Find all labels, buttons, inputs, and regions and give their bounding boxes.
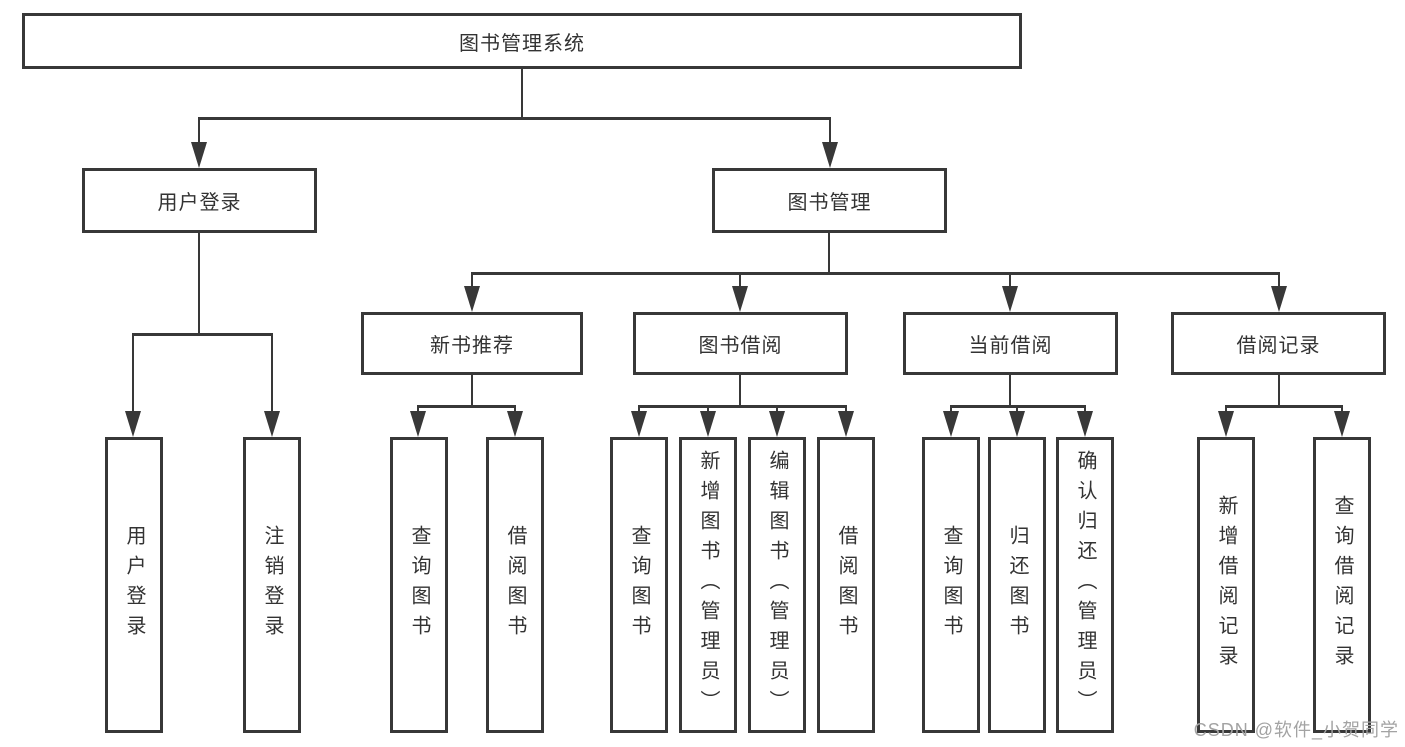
- connector-leg-leaf-logout: [271, 333, 273, 415]
- arrowhead-new-book: [464, 286, 480, 312]
- leaf-query-books: 查询图书: [922, 437, 980, 733]
- arrowhead-book-management: [822, 142, 838, 168]
- arrowhead: [1077, 411, 1093, 437]
- node-borrow-records: 借阅记录: [1171, 312, 1386, 375]
- arrowhead: [507, 411, 523, 437]
- connector-leg: [845, 405, 847, 415]
- connector-new-book-stem: [471, 375, 473, 406]
- node-library-management-system: 图书管理系统: [22, 13, 1022, 69]
- arrowhead: [1009, 411, 1025, 437]
- connector-new-book-branch: [417, 405, 516, 408]
- arrowhead-leaf-user-login: [125, 411, 141, 437]
- connector-leg: [514, 405, 516, 415]
- connector-leg-current-borrow: [1009, 272, 1011, 288]
- node-label: 当前借阅: [968, 335, 1053, 357]
- leaf-add-borrow-record: 新增借阅记录: [1197, 437, 1255, 733]
- leaf-label: 编辑图书（管理员）: [766, 450, 788, 720]
- leaf-return-books: 归还图书: [988, 437, 1046, 733]
- arrowhead-user-login: [191, 142, 207, 168]
- arrowhead: [1334, 411, 1350, 437]
- connector-book-management-branch: [471, 272, 1280, 275]
- arrowhead: [1218, 411, 1234, 437]
- node-label: 用户登录: [157, 192, 242, 214]
- connector-leg: [1225, 405, 1227, 415]
- connector-leg-user-login: [198, 117, 200, 145]
- arrowhead-book-borrow: [732, 286, 748, 312]
- node-user-login: 用户登录: [82, 168, 317, 233]
- connector-leg-book-management: [829, 117, 831, 145]
- arrowhead-leaf-logout: [264, 411, 280, 437]
- node-label: 图书借阅: [698, 335, 783, 357]
- connector-book-management-stem: [828, 233, 830, 273]
- arrowhead: [838, 411, 854, 437]
- node-new-book-recommend: 新书推荐: [361, 312, 583, 375]
- leaf-confirm-return-admin: 确认归还（管理员）: [1056, 437, 1114, 733]
- connector-borrow-records-stem: [1278, 375, 1280, 406]
- connector-root-branch: [198, 117, 831, 120]
- leaf-label: 借阅图书: [835, 525, 857, 645]
- arrowhead: [943, 411, 959, 437]
- leaf-add-books-admin: 新增图书（管理员）: [679, 437, 737, 733]
- leaf-label: 新增图书（管理员）: [697, 450, 719, 720]
- connector-leg: [638, 405, 640, 415]
- leaf-borrow-books: 借阅图书: [817, 437, 875, 733]
- connector-book-borrow-stem: [739, 375, 741, 406]
- leaf-user-login: 用户登录: [105, 437, 163, 733]
- connector-leg: [1016, 405, 1018, 415]
- connector-leg-book-borrow: [739, 272, 741, 288]
- connector-leg-new-book: [471, 272, 473, 288]
- connector-leg: [1341, 405, 1343, 415]
- leaf-label: 确认归还（管理员）: [1074, 450, 1096, 720]
- leaf-label: 借阅图书: [504, 525, 526, 645]
- leaf-edit-books-admin: 编辑图书（管理员）: [748, 437, 806, 733]
- leaf-label: 用户登录: [123, 525, 145, 645]
- connector-user-login-branch: [132, 333, 273, 336]
- arrowhead-borrow-records: [1271, 286, 1287, 312]
- connector-user-login-stem: [198, 233, 200, 334]
- connector-leg: [776, 405, 778, 415]
- node-label: 借阅记录: [1236, 335, 1321, 357]
- connector-borrow-records-branch: [1225, 405, 1342, 408]
- leaf-label: 注销登录: [261, 525, 283, 645]
- leaf-logout: 注销登录: [243, 437, 301, 733]
- leaf-query-borrow-record: 查询借阅记录: [1313, 437, 1371, 733]
- node-book-borrow: 图书借阅: [633, 312, 848, 375]
- arrowhead-current-borrow: [1002, 286, 1018, 312]
- arrowhead: [410, 411, 426, 437]
- connector-leg: [417, 405, 419, 415]
- leaf-query-books: 查询图书: [610, 437, 668, 733]
- connector-leg: [707, 405, 709, 415]
- leaf-borrow-books: 借阅图书: [486, 437, 544, 733]
- arrowhead: [769, 411, 785, 437]
- node-label: 新书推荐: [430, 335, 514, 357]
- node-label: 图书管理: [787, 192, 872, 214]
- leaf-label: 归还图书: [1006, 525, 1028, 645]
- leaf-label: 查询借阅记录: [1331, 495, 1353, 675]
- connector-current-borrow-stem: [1009, 375, 1011, 406]
- node-label: 图书管理系统: [459, 32, 585, 55]
- leaf-label: 查询图书: [408, 525, 430, 645]
- arrowhead: [700, 411, 716, 437]
- connector-leg: [950, 405, 952, 415]
- connector-leg: [1084, 405, 1086, 415]
- leaf-label: 查询图书: [628, 525, 650, 645]
- connector-leg-borrow-records: [1278, 272, 1280, 288]
- connector-book-borrow-branch: [638, 405, 846, 408]
- node-book-management: 图书管理: [712, 168, 947, 233]
- node-current-borrow: 当前借阅: [903, 312, 1118, 375]
- connector-root-stem: [521, 69, 523, 118]
- leaf-label: 查询图书: [940, 525, 962, 645]
- csdn-watermark: CSDN @软件_小贺同学: [1193, 720, 1399, 740]
- arrowhead: [631, 411, 647, 437]
- leaf-label: 新增借阅记录: [1215, 495, 1237, 675]
- connector-leg-leaf-user-login: [132, 333, 134, 415]
- leaf-query-books: 查询图书: [390, 437, 448, 733]
